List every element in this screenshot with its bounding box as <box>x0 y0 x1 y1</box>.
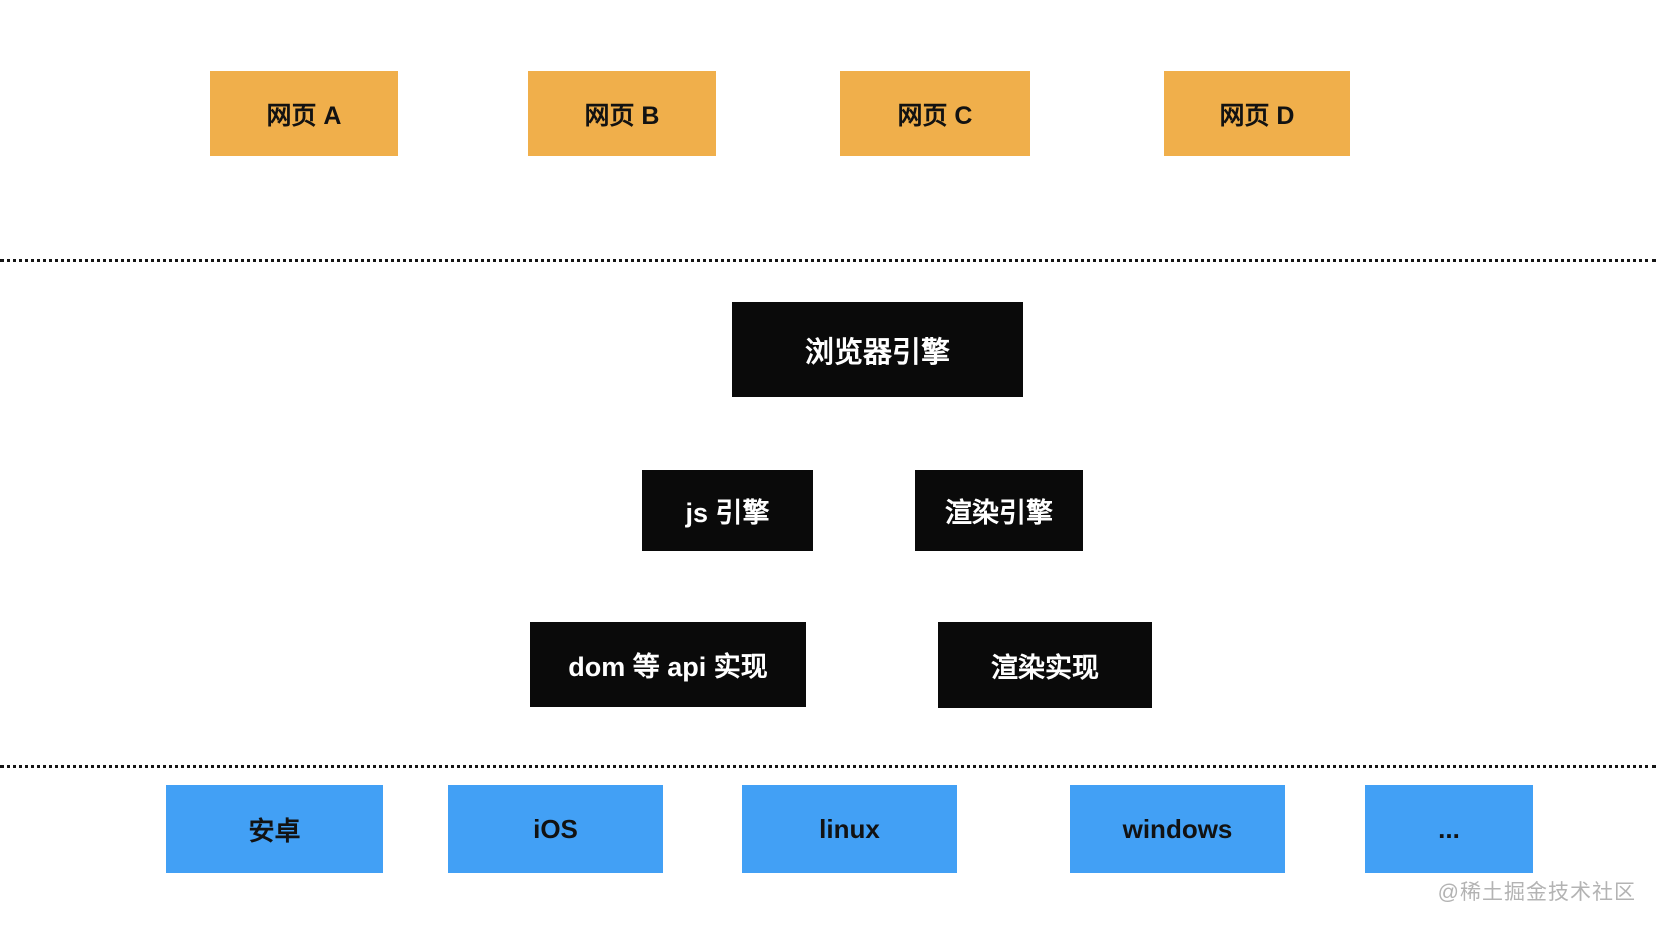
render-engine-box: 渲染引擎 <box>915 470 1083 551</box>
render-implementation-label: 渲染实现 <box>991 652 1099 683</box>
platform-linux-box: linux <box>742 785 957 873</box>
juejin-watermark: @稀土掘金技术社区 <box>1437 881 1636 904</box>
webpage-b-label: 网页 B <box>584 101 660 130</box>
platform-android-box: 安卓 <box>166 785 383 873</box>
webpage-a-box: 网页 A <box>210 71 398 156</box>
webpage-d-box: 网页 D <box>1164 71 1350 156</box>
webpage-c-label: 网页 C <box>897 101 973 130</box>
dom-api-implementation-label: dom 等 api 实现 <box>568 652 768 682</box>
browser-engine-label: 浏览器引擎 <box>804 336 950 369</box>
platform-ios-label: iOS <box>533 813 578 844</box>
bottom-dotted-divider <box>0 765 1656 768</box>
render-engine-label: 渲染引擎 <box>945 498 1053 528</box>
platform-ios-box: iOS <box>448 785 663 873</box>
render-implementation-box: 渲染实现 <box>938 622 1152 708</box>
dom-api-implementation-box: dom 等 api 实现 <box>530 622 806 707</box>
js-engine-label: js 引擎 <box>685 498 770 528</box>
platform-android-label: 安卓 <box>248 815 301 846</box>
platform-more-box: ... <box>1365 785 1533 873</box>
platform-more-label: ... <box>1438 813 1460 844</box>
platform-windows-box: windows <box>1070 785 1285 873</box>
platform-windows-label: windows <box>1122 813 1233 844</box>
platform-linux-label: linux <box>819 813 880 844</box>
webpage-c-box: 网页 C <box>840 71 1030 156</box>
browser-engine-box: 浏览器引擎 <box>732 302 1023 397</box>
webpage-b-box: 网页 B <box>528 71 716 156</box>
webpage-a-label: 网页 A <box>266 101 342 130</box>
top-dotted-divider <box>0 259 1656 262</box>
js-engine-box: js 引擎 <box>642 470 813 551</box>
webpage-d-label: 网页 D <box>1219 101 1295 130</box>
